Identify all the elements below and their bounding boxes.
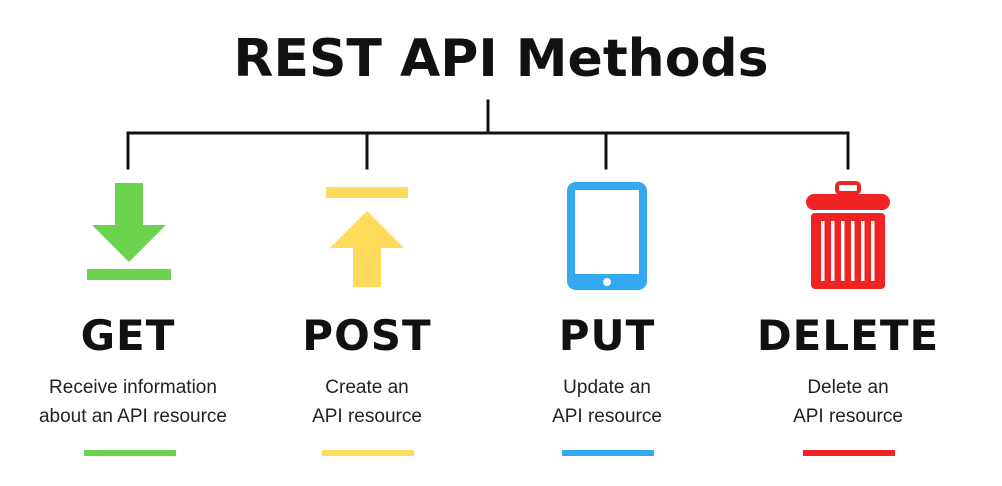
underline-get — [84, 450, 176, 456]
method-desc-get-line1: Receive information — [49, 377, 217, 398]
method-desc-put-line1: Update an — [563, 377, 651, 398]
underline-post — [322, 450, 414, 456]
method-desc-delete-line2: API resource — [793, 406, 903, 427]
method-desc-post: Create an API resource — [237, 373, 497, 431]
method-name-delete: DELETE — [756, 311, 940, 360]
method-desc-delete: Delete an API resource — [718, 373, 978, 431]
diagram-title: REST API Methods — [233, 29, 769, 89]
method-name-post: POST — [302, 311, 432, 360]
download-arrow-icon — [87, 183, 171, 280]
method-desc-post-line1: Create an — [325, 377, 409, 398]
method-desc-post-line2: API resource — [312, 406, 422, 427]
tablet-icon — [567, 182, 647, 290]
method-desc-get-line2: about an API resource — [38, 406, 227, 427]
method-name-get: GET — [80, 311, 176, 360]
method-desc-delete-line1: Delete an — [807, 377, 889, 398]
method-name-put: PUT — [558, 311, 656, 360]
method-desc-put-line2: API resource — [552, 406, 662, 427]
method-desc-put: Update an API resource — [477, 373, 737, 431]
trash-can-icon — [806, 181, 890, 289]
underline-put — [562, 450, 654, 456]
method-desc-get: Receive information about an API resourc… — [3, 373, 263, 431]
upload-arrow-icon — [326, 187, 408, 287]
underline-delete — [803, 450, 895, 456]
